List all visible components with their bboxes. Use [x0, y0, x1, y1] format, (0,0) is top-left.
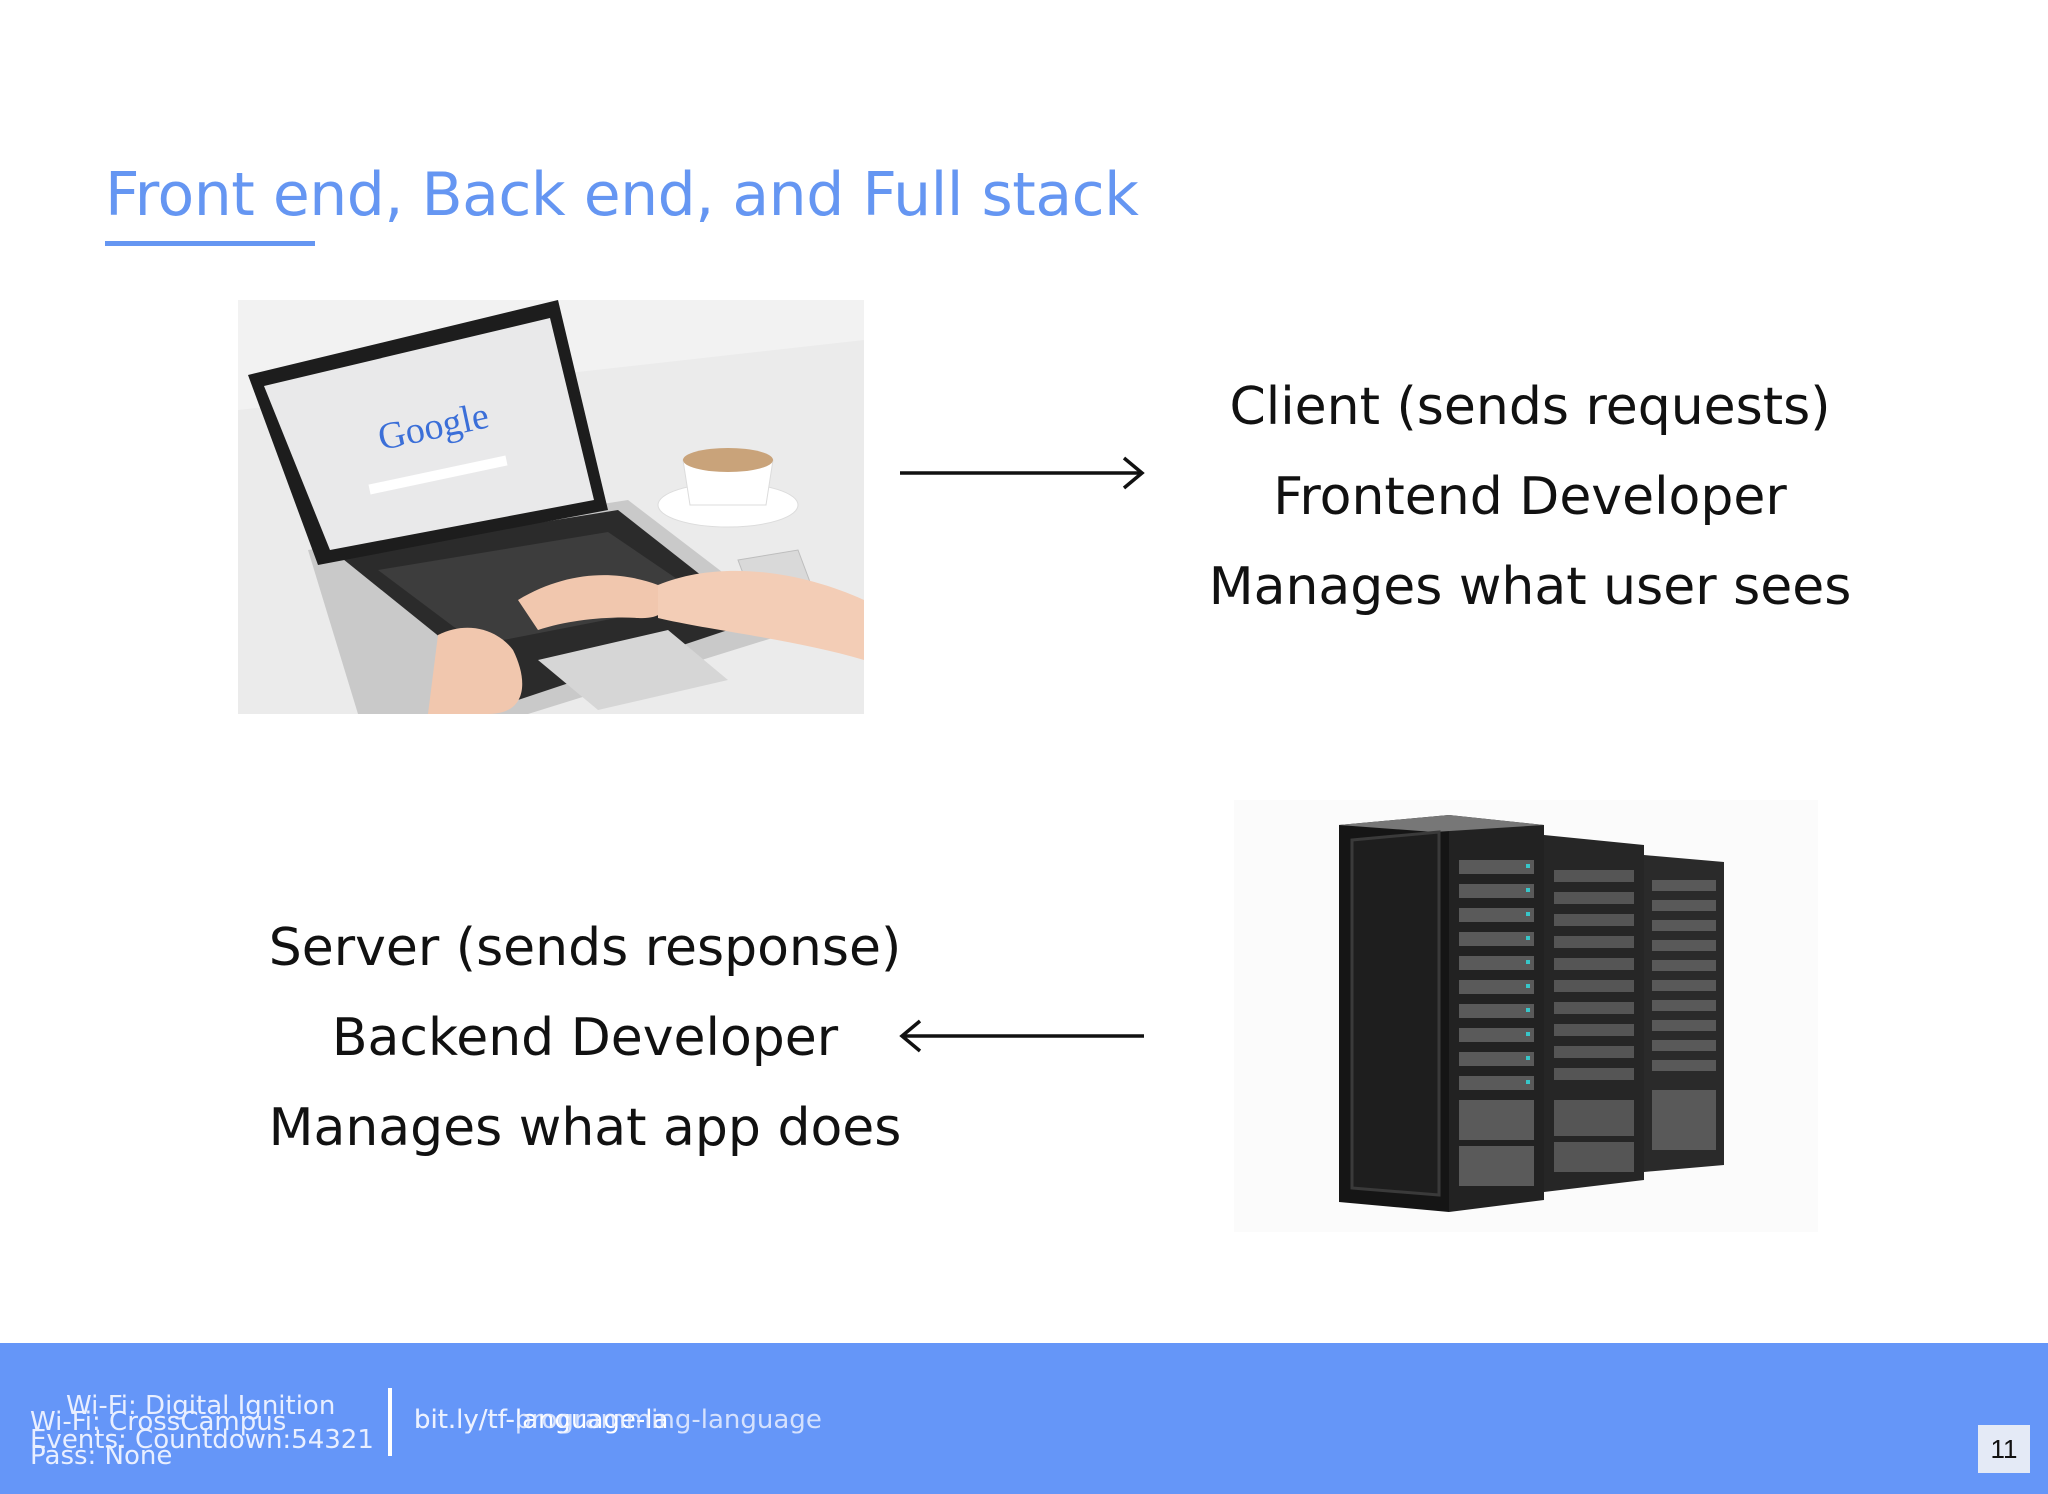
client-description: Client (sends requests) Frontend Develop… — [1170, 362, 1890, 632]
client-line-1: Client (sends requests) — [1229, 377, 1831, 437]
server-description: Server (sends response) Backend Develope… — [225, 903, 945, 1173]
server-rack-photo — [1234, 800, 1818, 1232]
arrow-left-icon — [899, 1019, 1144, 1053]
footer-pass-line: Pass: None — [30, 1441, 173, 1471]
footer-link-language[interactable]: bit.ly/tf-language-la — [414, 1405, 669, 1435]
server-line-2: Backend Developer — [331, 1008, 839, 1068]
footer-events-line: Events: Countdown:54321 — [30, 1425, 374, 1455]
client-line-2: Frontend Developer — [1273, 467, 1787, 527]
server-line-3: Manages what app does — [268, 1098, 902, 1158]
client-line-3: Manages what user sees — [1208, 557, 1852, 617]
arrow-right-icon — [900, 456, 1145, 490]
footer-bar: Wi-Fi: Digital Ignition Wi-Fi: CrossCamp… — [0, 1343, 2048, 1494]
slide-title: Front end, Back end, and Full stack — [105, 160, 1139, 230]
page-number: 11 — [1978, 1425, 2030, 1473]
footer-link-programming[interactable]: bit.ly/tf-programming-language — [414, 1405, 822, 1435]
footer-wifi-alt-line: Wi-Fi: CrossCampus — [30, 1407, 287, 1437]
server-line-1: Server (sends response) — [268, 918, 902, 978]
footer-divider — [388, 1388, 392, 1456]
footer-wifi-line: Wi-Fi: Digital Ignition — [66, 1391, 336, 1421]
laptop-photo: Google — [238, 300, 864, 714]
title-underline — [105, 241, 315, 246]
